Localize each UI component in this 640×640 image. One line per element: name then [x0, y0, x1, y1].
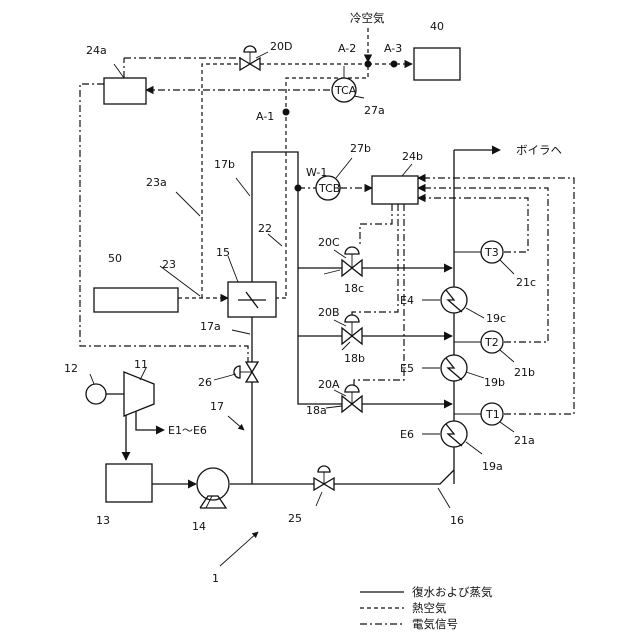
label-w1: W-1	[306, 166, 327, 179]
legend: 復水および蒸気 熱空気 電気信号	[360, 585, 493, 631]
valve-26	[234, 362, 258, 382]
heater-19a	[441, 421, 467, 447]
generator-12	[86, 384, 106, 404]
controller-24b	[372, 176, 418, 204]
turbine-11	[106, 372, 154, 416]
label-24a: 24a	[86, 44, 107, 57]
label-a3: A-3	[384, 42, 402, 55]
label-e1-e6: E1～E6	[168, 424, 207, 437]
valve-20c	[342, 247, 362, 276]
label-24b: 24b	[402, 150, 423, 163]
label-12: 12	[64, 362, 78, 375]
label-26: 26	[198, 376, 212, 389]
label-17b: 17b	[214, 158, 235, 171]
label-18a: 18a	[306, 404, 327, 417]
label-18c: 18c	[344, 282, 364, 295]
label-a1: A-1	[256, 110, 274, 123]
label-15: 15	[216, 246, 230, 259]
label-11: 11	[134, 358, 148, 371]
label-22: 22	[258, 222, 272, 235]
label-25: 25	[288, 512, 302, 525]
label-50: 50	[108, 252, 122, 265]
label-17: 17	[210, 400, 224, 413]
label-13: 13	[96, 514, 110, 527]
label-20c: 20C	[318, 236, 340, 249]
controller-24a	[104, 78, 146, 104]
label-19b: 19b	[484, 376, 505, 389]
label-21c: 21c	[516, 276, 536, 289]
label-tca: TCA	[334, 84, 357, 97]
label-t1: T1	[485, 408, 500, 421]
label-t3: T3	[484, 246, 499, 259]
label-t2: T2	[484, 336, 499, 349]
label-27a: 27a	[364, 104, 385, 117]
extraction-line	[136, 408, 164, 430]
signal-24b-to-20c	[360, 204, 392, 246]
label-21b: 21b	[514, 366, 535, 379]
label-18b: 18b	[344, 352, 365, 365]
label-23a: 23a	[146, 176, 167, 189]
label-a2: A-2	[338, 42, 356, 55]
heater-19c	[441, 287, 467, 313]
label-14: 14	[192, 520, 206, 533]
label-1: 1	[212, 572, 219, 585]
heater-19b	[441, 355, 467, 381]
pump-14	[197, 468, 229, 508]
label-cold-air: 冷空気	[350, 11, 385, 25]
label-23: 23	[162, 258, 176, 271]
point-a1	[283, 109, 290, 116]
legend-solid-label: 復水および蒸気	[412, 585, 493, 599]
point-a2	[365, 61, 372, 68]
heater-50	[94, 288, 178, 312]
label-e6: E6	[400, 428, 414, 441]
hot-air-line-23a	[202, 64, 240, 298]
label-19c: 19c	[486, 312, 506, 325]
valve-25	[314, 466, 334, 490]
label-19a: 19a	[482, 460, 503, 473]
legend-dash-label: 熱空気	[412, 601, 447, 615]
legend-dashdot-label: 電気信号	[412, 617, 458, 631]
label-17a: 17a	[200, 320, 221, 333]
label-to-boiler: ボイラヘ	[516, 143, 562, 157]
feedwater-line-16	[332, 470, 454, 484]
point-a3	[391, 61, 398, 68]
label-20a: 20A	[318, 378, 340, 391]
point-w1	[295, 185, 302, 192]
label-20d: 20D	[270, 40, 292, 53]
signal-24a-to-valve26	[80, 84, 248, 362]
label-27b: 27b	[350, 142, 371, 155]
heat-exchanger-15	[228, 282, 276, 317]
equipment-40	[414, 48, 460, 80]
label-40: 40	[430, 20, 444, 33]
signal-t3	[418, 198, 528, 252]
label-e5: E5	[400, 362, 414, 375]
label-e4: E4	[400, 294, 414, 307]
valve-20a	[342, 385, 362, 412]
valve-20b	[342, 315, 362, 344]
label-16: 16	[450, 514, 464, 527]
label-tcb: TCB	[318, 182, 340, 195]
label-21a: 21a	[514, 434, 535, 447]
condenser-13	[106, 464, 152, 502]
label-20b: 20B	[318, 306, 340, 319]
